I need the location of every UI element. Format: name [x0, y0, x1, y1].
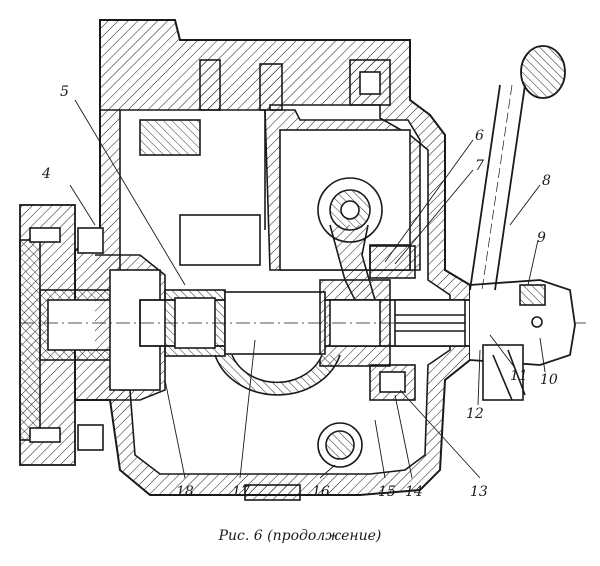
label-4: 4 — [41, 166, 51, 182]
figure-caption: Рис. 6 (продолжение) — [218, 528, 382, 544]
shift-lever — [469, 45, 566, 401]
leader-lines — [69, 99, 546, 479]
label-10: 10 — [540, 372, 558, 388]
input-flange — [19, 204, 166, 466]
label-7: 7 — [475, 158, 484, 174]
label-15: 15 — [378, 484, 396, 500]
label-8: 8 — [542, 173, 551, 189]
main-shaft — [20, 279, 590, 367]
label-9: 9 — [537, 230, 546, 246]
countershaft-gear — [214, 354, 363, 501]
top-cover — [99, 30, 391, 266]
label-11: 11 — [510, 368, 528, 384]
label-14: 14 — [405, 484, 423, 500]
label-13: 13 — [470, 484, 488, 500]
label-16: 16 — [312, 484, 330, 500]
label-18: 18 — [176, 484, 194, 500]
label-5: 5 — [60, 84, 69, 100]
label-12: 12 — [466, 406, 484, 422]
label-17: 17 — [232, 484, 250, 500]
label-6: 6 — [475, 128, 484, 144]
